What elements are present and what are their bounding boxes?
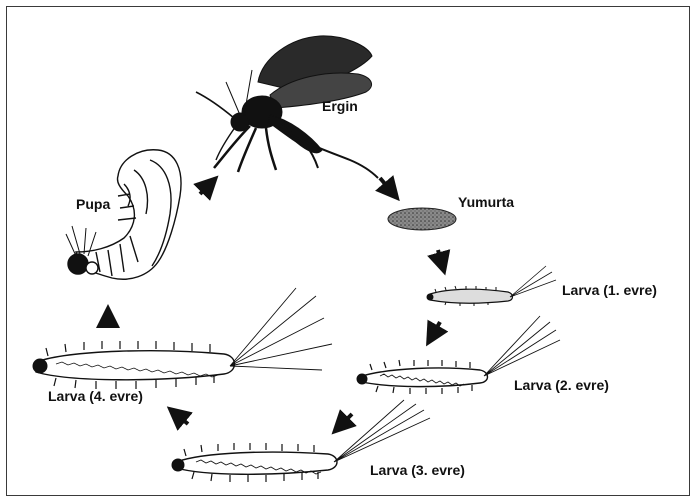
egg-illustration: [388, 208, 456, 230]
label-larva-1: Larva (1. evre): [562, 282, 657, 298]
arrow-larva1-to-larva2: [432, 322, 440, 336]
arrow-pupa-to-adult: [200, 184, 210, 194]
larva-1-illustration: [427, 266, 556, 306]
label-larva-4: Larva (4. evre): [48, 388, 143, 404]
pupa-illustration: [66, 150, 181, 279]
label-egg: Yumurta: [458, 194, 514, 210]
arrow-larva3-to-larva4: [176, 414, 188, 424]
label-larva-3: Larva (3. evre): [370, 462, 465, 478]
arrow-adult-to-egg: [380, 178, 392, 192]
label-adult: Ergin: [322, 98, 358, 114]
label-pupa: Pupa: [76, 196, 110, 212]
arrow-larva2-to-larva3: [340, 414, 352, 426]
arrow-egg-to-larva1: [438, 250, 442, 264]
label-larva-2: Larva (2. evre): [514, 377, 609, 393]
larva-4-illustration: [33, 288, 332, 389]
